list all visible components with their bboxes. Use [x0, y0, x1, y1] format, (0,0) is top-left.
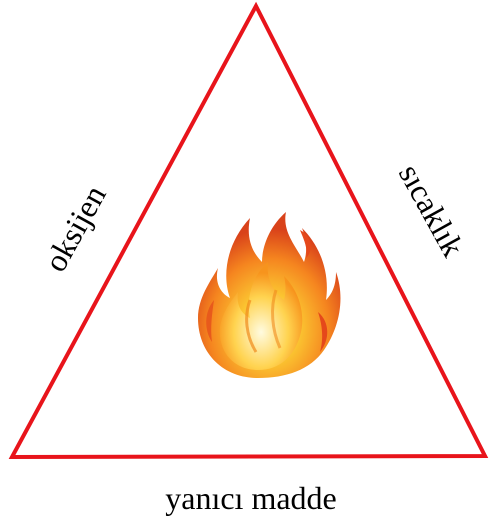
fire-icon [198, 212, 340, 378]
fuel-label: yanıcı madde [165, 480, 336, 516]
oxygen-label: oksijen [37, 179, 113, 277]
heat-label: sıcaklık [392, 158, 472, 263]
